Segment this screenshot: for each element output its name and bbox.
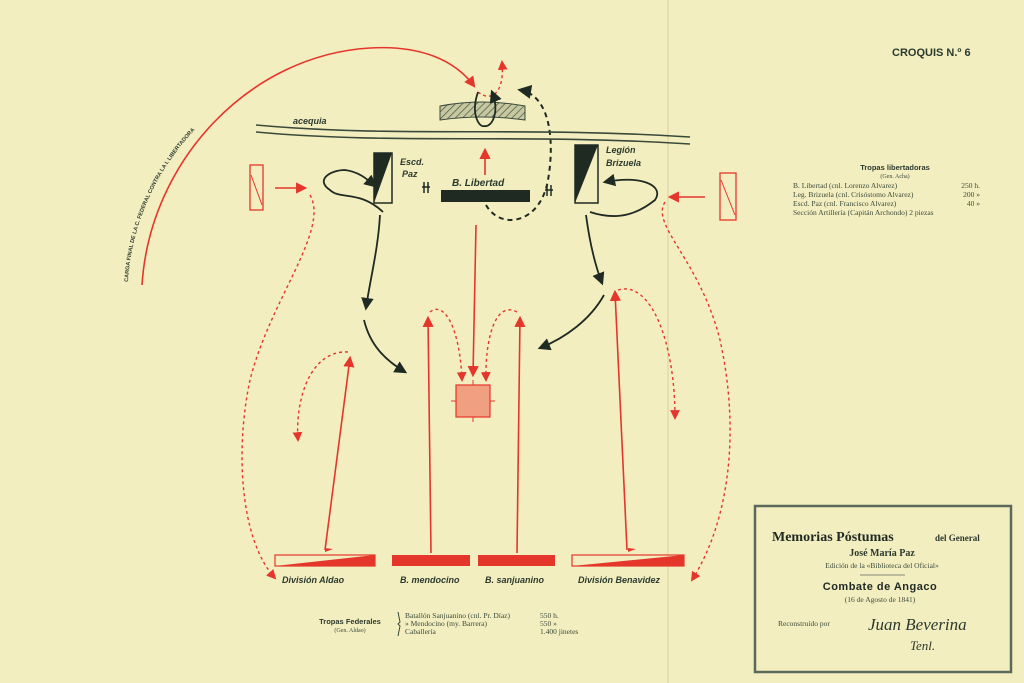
svg-text:Tropas Federales: Tropas Federales — [319, 617, 381, 626]
b-sanjuanino-label: B. sanjuanino — [485, 575, 545, 585]
svg-text:» Mendocino (my. Barrera): » Mendocino (my. Barrera) — [405, 619, 487, 628]
svg-text:Tropas libertadoras: Tropas libertadoras — [860, 163, 930, 172]
black-loop-arrows — [474, 89, 502, 127]
b-libertad-label: B. Libertad — [452, 178, 505, 189]
aldao-advance-arrow — [324, 355, 355, 551]
acequia-canal — [255, 124, 691, 138]
svg-text:B. Libertad (cnl. Lorenzo Alva: B. Libertad (cnl. Lorenzo Alvarez) — [793, 181, 898, 190]
signature: Juan Beverina — [868, 615, 967, 634]
benavidez-advance-arrow — [609, 289, 628, 551]
svg-text:Escd. Paz (cnl. Francisco Alva: Escd. Paz (cnl. Francisco Alvarez) — [793, 199, 897, 208]
libertad-rear-arrow — [467, 224, 479, 378]
svg-text:Batallón Sanjuanino (cnl. Pr.: Batallón Sanjuanino (cnl. Pr. Díaz) — [405, 611, 510, 620]
right-cavalry-unit — [719, 172, 737, 221]
svg-text:550 »: 550 » — [540, 619, 557, 628]
division-benavidez-unit — [571, 548, 685, 567]
svg-text:Caballería: Caballería — [405, 627, 436, 636]
division-aldao-unit — [274, 548, 376, 567]
b-sanjuanino-unit — [478, 555, 555, 566]
brizuela-maneuver-arrow — [589, 173, 658, 217]
svg-text:(16 de Agosto de 1841): (16 de Agosto de 1841) — [845, 595, 916, 604]
svg-text:del General: del General — [935, 533, 980, 543]
libertadoras-legend: Tropas libertadoras (Gen. Acha) B. Liber… — [793, 163, 980, 217]
sanjuanino-advance-arrow — [514, 315, 526, 554]
svg-text:Legión: Legión — [606, 145, 636, 155]
svg-text:Paz: Paz — [402, 169, 418, 179]
svg-text:José María Paz: José María Paz — [849, 548, 915, 559]
paz-maneuver-arrow — [323, 169, 384, 213]
paz-charge-arrow — [363, 319, 408, 374]
artillery-icon — [422, 182, 430, 193]
acequia-label: acequia — [293, 116, 327, 126]
svg-text:550 h.: 550 h. — [540, 611, 559, 620]
brizuela-advance-arrow — [585, 214, 605, 286]
svg-text:(Gen. Aldao): (Gen. Aldao) — [334, 627, 365, 634]
title-cartouche: Memorias Póstumas del General José María… — [753, 504, 1013, 674]
svg-text:Memorias Póstumas: Memorias Póstumas — [772, 530, 894, 545]
svg-text:Brizuela: Brizuela — [606, 158, 641, 168]
b-libertad-unit — [441, 190, 530, 202]
svg-text:Sección Artillería (Capitán Ar: Sección Artillería (Capitán Archondo) 2 … — [793, 208, 934, 217]
brizuela-charge-arrow — [537, 294, 605, 351]
svg-text:250 h.: 250 h. — [961, 181, 980, 190]
artillery-icon — [545, 185, 553, 196]
division-benavidez-label: División Benavidez — [578, 575, 661, 585]
right-flank-dashed — [661, 201, 731, 582]
svg-text:Leg. Brizuela (cnl. Crisóstomo: Leg. Brizuela (cnl. Crisóstomo Alvarez) — [793, 190, 914, 199]
paz-advance-arrow — [361, 214, 381, 311]
center-square-position — [451, 380, 495, 422]
acequia-canal-bank — [255, 131, 691, 145]
svg-text:Escd.: Escd. — [400, 157, 424, 167]
svg-text:(Gen. Acha): (Gen. Acha) — [880, 173, 909, 180]
b-mendocino-label: B. mendocino — [400, 575, 460, 585]
federal-charge-arrow — [141, 46, 476, 286]
federales-legend: Tropas Federales (Gen. Aldao) Batallón S… — [319, 611, 578, 637]
svg-text:200 »: 200 » — [963, 190, 980, 199]
svg-text:1.400 jinetes: 1.400 jinetes — [540, 627, 578, 636]
division-aldao-label: División Aldao — [282, 575, 345, 585]
benavidez-dashed — [617, 288, 680, 420]
svg-text:40 »: 40 » — [967, 199, 980, 208]
svg-text:Combate de Angaco: Combate de Angaco — [823, 581, 937, 593]
map-title: CROQUIS N.º 6 — [892, 47, 971, 59]
b-mendocino-unit — [392, 555, 470, 566]
mendocino-advance-arrow — [422, 315, 434, 554]
left-flank-dashed — [241, 194, 315, 580]
svg-text:Tenl.: Tenl. — [910, 638, 935, 653]
legion-brizuela-unit: Legión Brizuela — [574, 144, 641, 204]
libertad-dashed-path — [485, 84, 552, 221]
svg-text:Edición de la «Biblioteca del: Edición de la «Biblioteca del Oficial» — [825, 561, 939, 570]
left-cavalry-unit — [249, 164, 264, 211]
hatched-position — [439, 101, 526, 121]
sanjuanino-dashed — [480, 309, 518, 382]
svg-text:Reconstruído por: Reconstruído por — [778, 619, 830, 628]
